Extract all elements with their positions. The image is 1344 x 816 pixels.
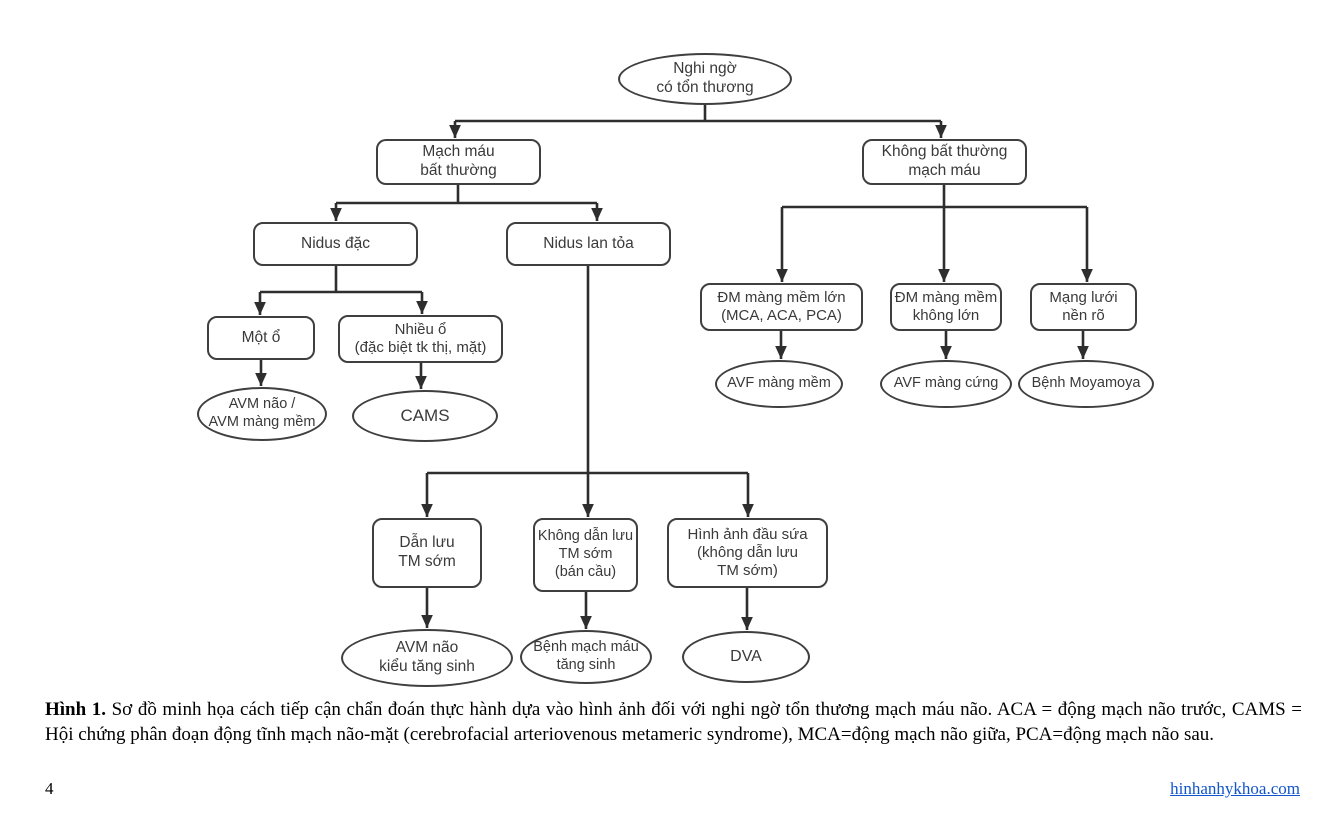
node-label: AVF màng cứng	[893, 375, 999, 392]
page-number: 4	[45, 779, 54, 798]
node-label: Nghi ngờ có tổn thương	[656, 60, 754, 96]
node-label: AVM não kiểu tăng sinh	[379, 639, 475, 675]
node-dm-mang-mem-khong-lon: ĐM màng mềm không lớn	[890, 283, 1002, 331]
node-label: CAMS	[400, 405, 450, 425]
node-mang-luoi-nen-ro: Mạng lưới nền rõ	[1030, 283, 1137, 331]
figure-caption-text: Sơ đồ minh họa cách tiếp cận chẩn đoán t…	[45, 699, 1302, 745]
node-label: ĐM màng mềm không lớn	[894, 288, 998, 324]
node-cams: CAMS	[352, 390, 498, 442]
node-avf-mang-cung: AVF màng cứng	[880, 360, 1012, 408]
node-dan-luu-tm-som: Dẫn lưu TM sớm	[372, 518, 482, 588]
node-label: AVF màng mềm	[727, 375, 831, 392]
node-avm-nao-mang-mem: AVM não / AVM màng mềm	[197, 387, 327, 441]
node-hinh-anh-dau-sua: Hình ảnh đầu sứa (không dẫn lưu TM sớm)	[667, 518, 828, 588]
node-khong-bat-thuong-mach-mau: Không bất thường mạch máu	[862, 139, 1027, 185]
node-dva: DVA	[682, 631, 810, 683]
node-label: ĐM màng mềm lớn (MCA, ACA, PCA)	[717, 288, 846, 324]
node-mot-o: Một ổ	[207, 316, 315, 360]
node-label: Hình ảnh đầu sứa (không dẫn lưu TM sớm)	[687, 525, 808, 580]
node-label: Không dẫn lưu TM sớm (bán cầu)	[537, 528, 634, 580]
node-label: Mạch máu bất thường	[420, 143, 497, 179]
node-label: DVA	[730, 648, 762, 666]
node-nhieu-o: Nhiều ổ (đặc biệt tk thị, mặt)	[338, 315, 503, 363]
node-label: Nidus lan tỏa	[543, 234, 634, 252]
node-mach-mau-bat-thuong: Mạch máu bất thường	[376, 139, 541, 185]
node-avm-nao-kieu-tang-sinh: AVM não kiểu tăng sinh	[341, 629, 513, 687]
node-label: Bệnh mạch máu tăng sinh	[533, 639, 639, 673]
figure-caption: Hình 1. Sơ đồ minh họa cách tiếp cận chẩ…	[45, 697, 1302, 747]
node-avf-mang-mem: AVF màng mềm	[715, 360, 843, 408]
node-dm-mang-mem-lon: ĐM màng mềm lớn (MCA, ACA, PCA)	[700, 283, 863, 331]
node-khong-dan-luu-tm-som: Không dẫn lưu TM sớm (bán cầu)	[533, 518, 638, 592]
website-link[interactable]: hinhanhykhoa.com	[1170, 779, 1300, 798]
node-nidus-lan-toa: Nidus lan tỏa	[506, 222, 671, 266]
node-label: Một ổ	[241, 328, 281, 346]
node-nidus-dac: Nidus đặc	[253, 222, 418, 266]
node-label: Bệnh Moyamoya	[1031, 375, 1141, 392]
node-label: Nidus đặc	[301, 234, 370, 252]
node-label: AVM não / AVM màng mềm	[208, 396, 316, 430]
node-nghi-ngo-ton-thuong: Nghi ngờ có tổn thương	[618, 53, 792, 105]
node-benh-mach-mau-tang-sinh: Bệnh mạch máu tăng sinh	[520, 630, 652, 684]
node-label: Dẫn lưu TM sớm	[398, 534, 456, 570]
node-label: Mạng lưới nền rõ	[1049, 288, 1118, 324]
node-label: Nhiều ổ (đặc biệt tk thị, mặt)	[354, 320, 487, 356]
node-benh-moyamoya: Bệnh Moyamoya	[1018, 360, 1154, 408]
figure-caption-label: Hình 1.	[45, 699, 107, 720]
node-label: Không bất thường mạch máu	[881, 143, 1008, 179]
